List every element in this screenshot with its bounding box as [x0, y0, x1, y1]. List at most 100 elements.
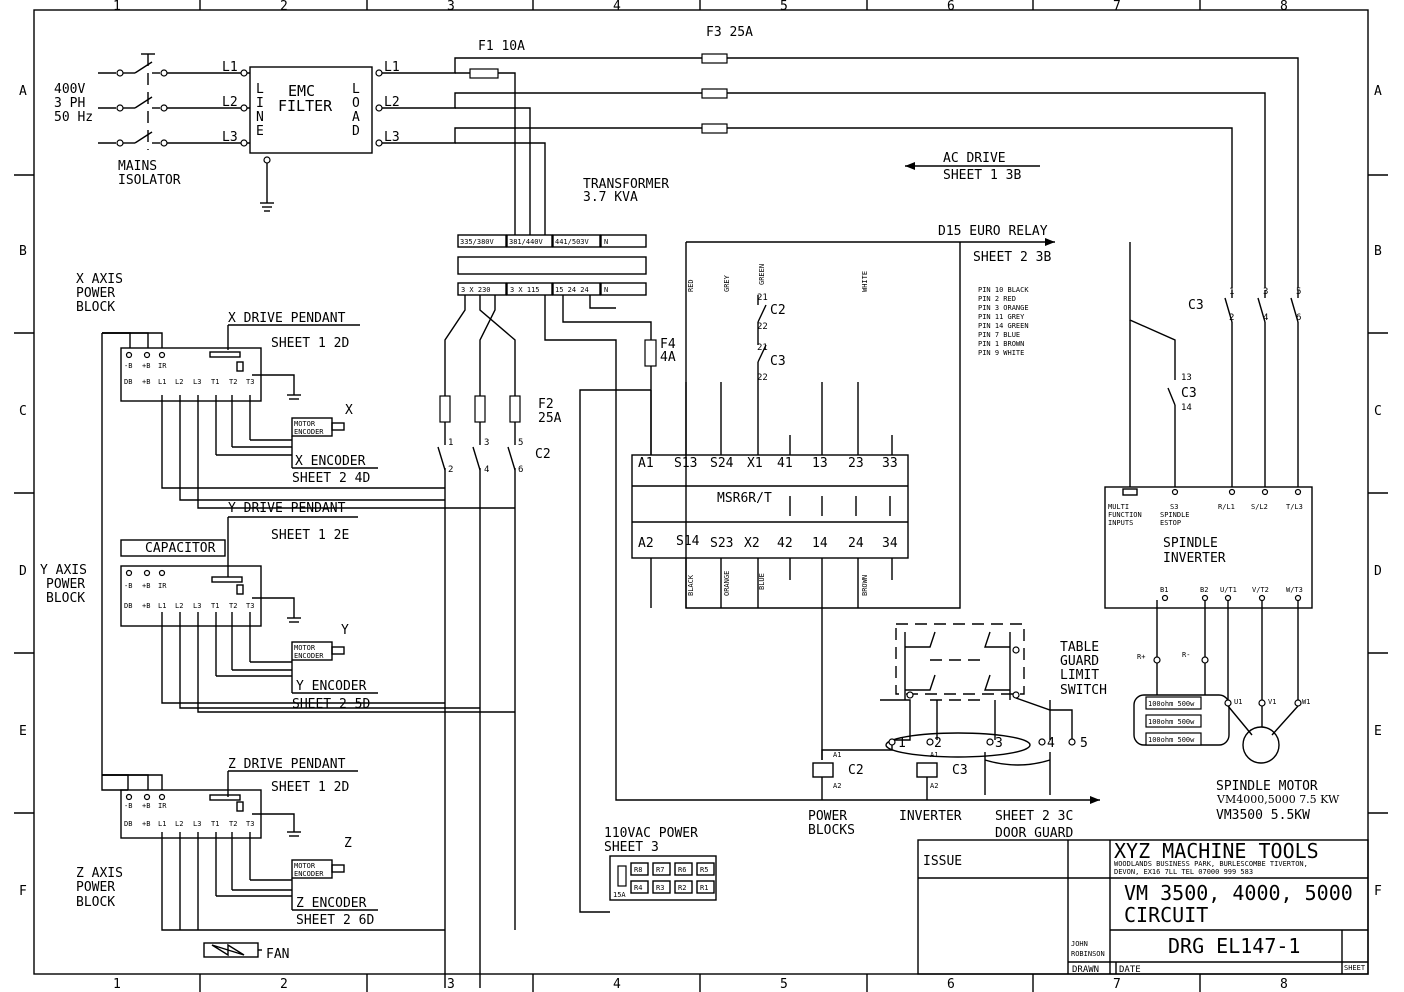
- svg-text:X: X: [345, 403, 353, 418]
- svg-text:AC DRIVE: AC DRIVE: [943, 151, 1006, 166]
- svg-text:5: 5: [1080, 736, 1088, 751]
- spindle-inverter: MULTI FUNCTION INPUTS S3 SPINDLE ESTOP R…: [1104, 486, 1313, 609]
- supply-phase: 3 PH: [54, 96, 85, 111]
- svg-text:3.7 KVA: 3.7 KVA: [583, 190, 638, 205]
- msr-name: MSR6R/T: [717, 491, 772, 506]
- row-label: F: [1374, 884, 1382, 899]
- svg-text:4A: 4A: [660, 350, 676, 365]
- svg-text:DOOR GUARD: DOOR GUARD: [995, 826, 1073, 841]
- svg-text:E: E: [256, 124, 264, 139]
- svg-text:15A: 15A: [613, 891, 626, 899]
- svg-text:IR: IR: [158, 362, 167, 370]
- mains-isolator: 400V 3 PH 50 Hz MAINS ISOLATOR: [54, 53, 250, 188]
- drawing-number: DRG EL147-1: [1168, 934, 1300, 958]
- svg-text:INVERTER: INVERTER: [1163, 551, 1226, 566]
- svg-text:SHEET 2 3B: SHEET 2 3B: [973, 250, 1051, 265]
- svg-text:100ohm 500w: 100ohm 500w: [1148, 700, 1195, 708]
- svg-text:SHEET 1 2D: SHEET 1 2D: [271, 780, 349, 795]
- svg-text:42: 42: [777, 536, 793, 551]
- svg-text:4: 4: [1047, 736, 1055, 751]
- svg-text:MOTOR: MOTOR: [294, 420, 316, 428]
- col-label: 1: [113, 977, 121, 992]
- svg-text:T3: T3: [246, 820, 254, 828]
- svg-text:C3: C3: [1181, 386, 1197, 401]
- svg-text:BLUE: BLUE: [758, 573, 766, 590]
- company-name: XYZ MACHINE TOOLS: [1114, 839, 1319, 863]
- svg-text:Y ENCODER: Y ENCODER: [296, 679, 367, 694]
- svg-text:2: 2: [1229, 313, 1234, 323]
- three-phase-bus: F1 10A F3 25A: [382, 25, 1299, 290]
- svg-text:RED: RED: [687, 279, 695, 292]
- svg-text:L1: L1: [384, 60, 400, 75]
- svg-text:1: 1: [898, 736, 906, 751]
- svg-text:POWER: POWER: [76, 880, 115, 895]
- svg-text:L2: L2: [175, 602, 183, 610]
- svg-text:PIN 7 BLUE: PIN 7 BLUE: [978, 331, 1020, 339]
- contactor-coils: A1 A1 A2 A2 C2 C3 POWER BLOCKS INVERTER: [808, 740, 1100, 838]
- svg-text:4: 4: [1263, 313, 1268, 323]
- svg-text:VM3500 5.5KW: VM3500 5.5KW: [1216, 808, 1310, 823]
- svg-text:L1: L1: [158, 602, 166, 610]
- svg-text:PIN 14 GREEN: PIN 14 GREEN: [978, 322, 1029, 330]
- svg-text:ENCODER: ENCODER: [294, 428, 324, 436]
- col-label: 3: [447, 977, 455, 992]
- svg-text:14: 14: [812, 536, 828, 551]
- svg-text:W1: W1: [1302, 698, 1310, 706]
- svg-text:SPINDLE MOTOR: SPINDLE MOTOR: [1216, 779, 1318, 794]
- svg-text:+B: +B: [142, 820, 150, 828]
- svg-text:A1: A1: [833, 751, 841, 759]
- ac-drive-ref: AC DRIVE SHEET 1 3B: [905, 151, 1040, 183]
- row-label: C: [1374, 404, 1382, 419]
- svg-text:23: 23: [848, 456, 864, 471]
- svg-text:T3: T3: [246, 378, 254, 386]
- svg-text:N: N: [604, 238, 608, 246]
- svg-text:TRANSFORMER: TRANSFORMER: [583, 177, 669, 192]
- col-label: 6: [947, 0, 955, 14]
- col-label: 3: [447, 0, 455, 14]
- svg-text:100ohm 500w: 100ohm 500w: [1148, 718, 1195, 726]
- svg-text:BLOCK: BLOCK: [46, 591, 85, 606]
- svg-text:L2: L2: [175, 378, 183, 386]
- svg-text:C2: C2: [770, 303, 786, 318]
- svg-text:TABLE: TABLE: [1060, 640, 1099, 655]
- svg-text:D15 EURO RELAY: D15 EURO RELAY: [938, 224, 1048, 239]
- c3-main-contactor: 1 3 5 2 4 6 C3 13 14 C3: [1129, 242, 1310, 487]
- svg-text:JOHN: JOHN: [1071, 940, 1088, 948]
- row-label: D: [19, 564, 27, 579]
- drawing-title: VM 3500, 4000, 5000: [1124, 881, 1353, 905]
- svg-text:POWER: POWER: [46, 577, 85, 592]
- svg-text:GREEN: GREEN: [758, 264, 766, 285]
- svg-text:Z ENCODER: Z ENCODER: [296, 896, 367, 911]
- svg-text:T2: T2: [229, 602, 237, 610]
- axis-bus: [101, 332, 515, 931]
- svg-text:ENCODER: ENCODER: [294, 652, 324, 660]
- svg-text:S23: S23: [710, 536, 733, 551]
- svg-text:L3: L3: [384, 130, 400, 145]
- svg-text:Z: Z: [344, 836, 352, 851]
- svg-text:POWER: POWER: [808, 809, 847, 824]
- svg-text:V1: V1: [1268, 698, 1276, 706]
- svg-text:6: 6: [518, 465, 523, 475]
- svg-text:R+: R+: [1137, 653, 1145, 661]
- svg-text:BLACK: BLACK: [687, 574, 695, 596]
- issue-label: ISSUE: [923, 854, 962, 869]
- svg-text:W/T3: W/T3: [1286, 586, 1303, 594]
- y-axis-power-block: Y AXIS POWER BLOCK CAPACITOR -B +B IR DB…: [40, 501, 378, 712]
- svg-text:SHEET: SHEET: [1344, 964, 1366, 972]
- svg-text:Z AXIS: Z AXIS: [76, 866, 123, 881]
- svg-text:C3: C3: [1188, 298, 1204, 313]
- svg-text:T2: T2: [229, 820, 237, 828]
- row-label: F: [19, 884, 27, 899]
- svg-text:A2: A2: [638, 536, 654, 551]
- svg-text:S/L2: S/L2: [1251, 503, 1268, 511]
- svg-text:C2: C2: [535, 447, 551, 462]
- col-label: 4: [613, 0, 621, 14]
- svg-text:X AXIS: X AXIS: [76, 272, 123, 287]
- svg-text:R4: R4: [634, 884, 642, 892]
- svg-text:N: N: [604, 286, 608, 294]
- svg-text:100ohm 500w: 100ohm 500w: [1148, 736, 1195, 744]
- svg-text:SPINDLE: SPINDLE: [1160, 511, 1190, 519]
- svg-text:U1: U1: [1234, 698, 1242, 706]
- svg-text:L1: L1: [158, 820, 166, 828]
- svg-text:L2: L2: [384, 95, 400, 110]
